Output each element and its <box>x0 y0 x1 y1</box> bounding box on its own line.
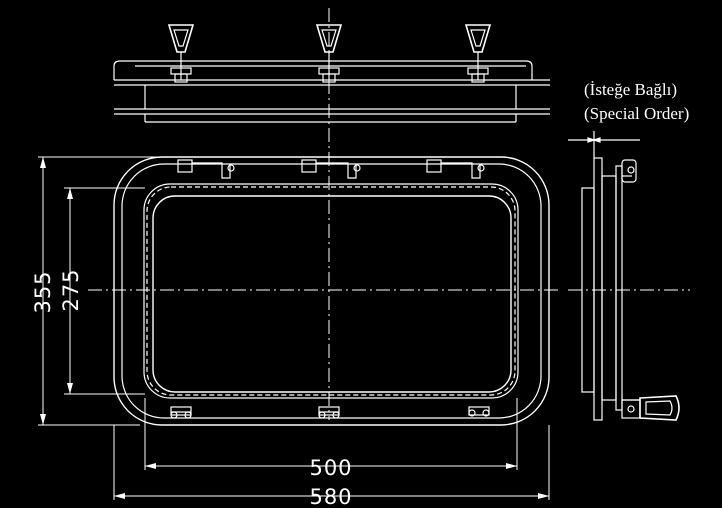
dog-handle-top-left <box>167 24 195 83</box>
dog-bottom-right <box>468 406 490 417</box>
top-view <box>113 24 550 123</box>
side-view <box>568 131 680 421</box>
side-handle <box>639 395 680 421</box>
hinge-top-left <box>177 159 235 179</box>
hinge-top-middle <box>301 159 361 179</box>
note-line-turkish: (İsteğe Bağlı) <box>584 80 677 99</box>
front-view <box>113 156 550 426</box>
dog-handle-top-right <box>464 24 492 83</box>
dimension-580-label: 580 <box>309 485 352 508</box>
hinge-top-right <box>426 159 485 179</box>
note-line-english: (Special Order) <box>584 104 689 123</box>
dog-bottom-middle <box>318 406 340 419</box>
dimension-500-label: 500 <box>309 456 352 480</box>
dimension-355-label: 355 <box>31 270 55 313</box>
dimension-lines <box>38 156 550 500</box>
center-lines <box>88 8 690 420</box>
dimension-275-label: 275 <box>59 268 83 311</box>
dog-bottom-left <box>170 406 192 419</box>
dog-handle-top-middle <box>315 24 343 83</box>
